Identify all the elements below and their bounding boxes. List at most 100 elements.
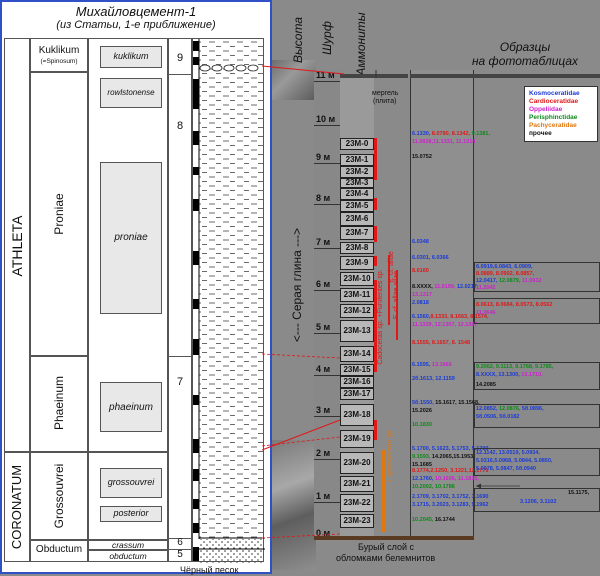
zone-kuklikum-sublabel: (=Spinosum) — [40, 58, 78, 65]
zone-obductum-label: Obductum — [35, 544, 83, 555]
meter-label: 7 м — [316, 237, 331, 247]
sample-note-text: 14.2065,15.1953, — [431, 454, 475, 460]
subzone-grossouvrei-label: grossouvrei — [107, 477, 155, 487]
sample-box: 23M-22 — [340, 494, 374, 512]
sample-note-line: 2б.1613, 12.1159 — [412, 376, 455, 383]
sample-note-line: 6.1560,8.1333, 8.1663, 8.1574, — [412, 314, 488, 321]
sample-note-text: 9.1381, — [471, 131, 491, 137]
sample-note-text: 16.1744 — [434, 517, 455, 523]
bed-9: 9 — [176, 52, 184, 64]
zone-phaeinum-cell — [30, 356, 88, 452]
sample-note-text: 15.1685 — [412, 462, 432, 468]
subzone-kuklikum-box — [100, 46, 162, 68]
subzone-kuklikum-label: kuklikum — [113, 51, 149, 61]
stage-athleta-cell — [4, 38, 30, 452]
bed-divider — [168, 74, 192, 75]
sample-note-line: 12.0852, 12.0876, 5б.0896, — [476, 406, 544, 413]
meter-tick — [314, 163, 340, 164]
column-title: Михайловцемент-1 — [75, 4, 197, 19]
sample-note-text: 11.0828,11.1331, 11.1314 — [412, 139, 476, 145]
zone-proniae-label: Proniae — [52, 193, 66, 235]
sample-box: 23M-16 — [340, 376, 374, 388]
sample-box: 23M-0 — [340, 138, 374, 150]
zone-kuklikum-label: Kuklikum — [38, 45, 80, 56]
meter-tick — [314, 459, 340, 460]
sample-note-line: 5.1700, 5.1623, 5.1753, 5.1799 — [412, 446, 488, 453]
sample-note-text: 5.1700, 5.1623, 5.1753, 5.1799 — [412, 446, 489, 452]
header-ammonites: Аммониты — [354, 12, 368, 76]
sample-note-text: 5б.0896, — [521, 406, 544, 412]
sample-note-line: 9.2062, 9.1113, 9.1768, 9.1785, — [476, 364, 553, 371]
sample-note-line: 2.0818 — [412, 300, 429, 307]
sample-note-text: 8.XXXX, — [412, 284, 435, 290]
sample-note-line: 8.0889, 8.0902, 8.0857, — [476, 271, 534, 278]
sample-note-line: 12.1760, 10.1606, 11.1835, — [412, 476, 479, 483]
meter-tick — [314, 333, 340, 334]
sample-box: 23M-6 — [340, 212, 374, 226]
subzone-crassum-cell — [88, 540, 168, 550]
subzone-rowlstonense-box — [100, 78, 162, 108]
sample-note-line: 6.1595, 13.1666 — [412, 362, 452, 369]
header-height: Высота — [291, 16, 305, 64]
sample-note-line: 3.1715, 3.2023, 3.1283, 9.1962 — [412, 502, 488, 509]
notes-box-e — [474, 448, 600, 476]
sample-note-text: 8.0780, 8.1342, — [431, 131, 472, 137]
marl-top-bar-3 — [410, 74, 474, 78]
sample-note-text: 11.1329, 12.1307, 12.1387 — [412, 322, 478, 328]
subzone-posterior-label: posterior — [113, 508, 149, 518]
sample-note-text: 12.1760, — [412, 476, 435, 482]
notes-box-c — [474, 362, 600, 390]
meter-tick — [314, 204, 340, 205]
sample-box: 23M-7 — [340, 226, 374, 240]
zone-grossouvrei-label: Grossouvrei — [52, 463, 66, 529]
header-ammonites-wrap: Аммониты — [352, 8, 372, 84]
sample-note-text: 5б.1550, — [412, 400, 436, 406]
sample-note-text: 6.0301, 6.0366 — [412, 255, 449, 261]
meter-label: 10 м — [316, 114, 336, 124]
sample-note-text: 9.2062, — [476, 364, 496, 370]
sample-note-line: 8.XXXX, 13.1300, 13.1710, — [476, 372, 543, 379]
sample-note-text: 8.0160 — [412, 268, 429, 274]
sample-note-text: 12.1142, 13.0519, 5.0934, — [476, 450, 540, 456]
sample-note-text: 15.1617, 15.1568, — [435, 400, 480, 406]
ammonite-label-erymnoceras: Erymnoceras sp. — [387, 428, 394, 482]
zone-kuklikum-cell — [30, 38, 88, 72]
sample-note-line: 11.0828,11.1331, 11.1314 — [412, 139, 475, 146]
meter-label: 4 м — [316, 364, 331, 374]
sample-box: 23M-9 — [340, 256, 374, 270]
meter-label: 2 м — [316, 448, 331, 458]
sample-note-line: 15.0752 — [412, 154, 432, 161]
sample-note-text: 8.1333, 8.1663, 8.1574, — [430, 314, 489, 320]
sample-box: 23M-18 — [340, 404, 374, 426]
sample-note-line: 12.1142, 13.0519, 5.0934, — [476, 450, 540, 457]
notes-box-a — [474, 262, 600, 292]
sample-note-text: 2б.1613, 12.1159 — [412, 376, 455, 382]
brown-layer-bar — [314, 536, 474, 540]
ammonite-label-cadoceras: Cadoceras sp. +Funiferites sp. — [377, 269, 384, 365]
sample-note-text: 6.0348 — [412, 239, 429, 245]
sample-note-line: 6.0348 — [412, 239, 429, 246]
sample-note-text: 8.0613, 8.0684, 8.0573, 8.0562 — [476, 302, 553, 308]
stage-coronatum-label: CORONATUM — [9, 464, 24, 550]
sample-note-text: 9.1593, — [412, 454, 432, 460]
zone-grossouvrei-cell — [30, 452, 88, 540]
sample-note-line: 13.1317 — [412, 292, 432, 299]
sample-box: 23M-1 — [340, 154, 374, 166]
bed-divider — [168, 356, 192, 357]
sample-box: 23M-8 — [340, 242, 374, 254]
sample-note-line: 6.0919,6.0843, 6.0909, — [476, 264, 533, 271]
sample-note-text: 15.2026 — [412, 408, 432, 414]
meter-label: 3 м — [316, 405, 331, 415]
meter-tick — [314, 248, 340, 249]
meter-label: 6 м — [316, 279, 331, 289]
sample-box: 23M-21 — [340, 476, 374, 492]
sample-note-text: 11.0646 — [476, 310, 496, 316]
header-samples-line1: Образцы — [499, 40, 551, 54]
legend-item: Pachyceratidae — [529, 122, 577, 129]
marl-label: мергель — [372, 90, 399, 97]
marl-top-bar-2 — [374, 74, 408, 78]
sample-note-text: 10.2045, — [412, 517, 435, 523]
sample-note-text: 13.1710, — [521, 372, 543, 378]
sample-note-text: 15.0752 — [412, 154, 432, 160]
subzone-phaeinum-label: phaeinum — [109, 402, 153, 413]
